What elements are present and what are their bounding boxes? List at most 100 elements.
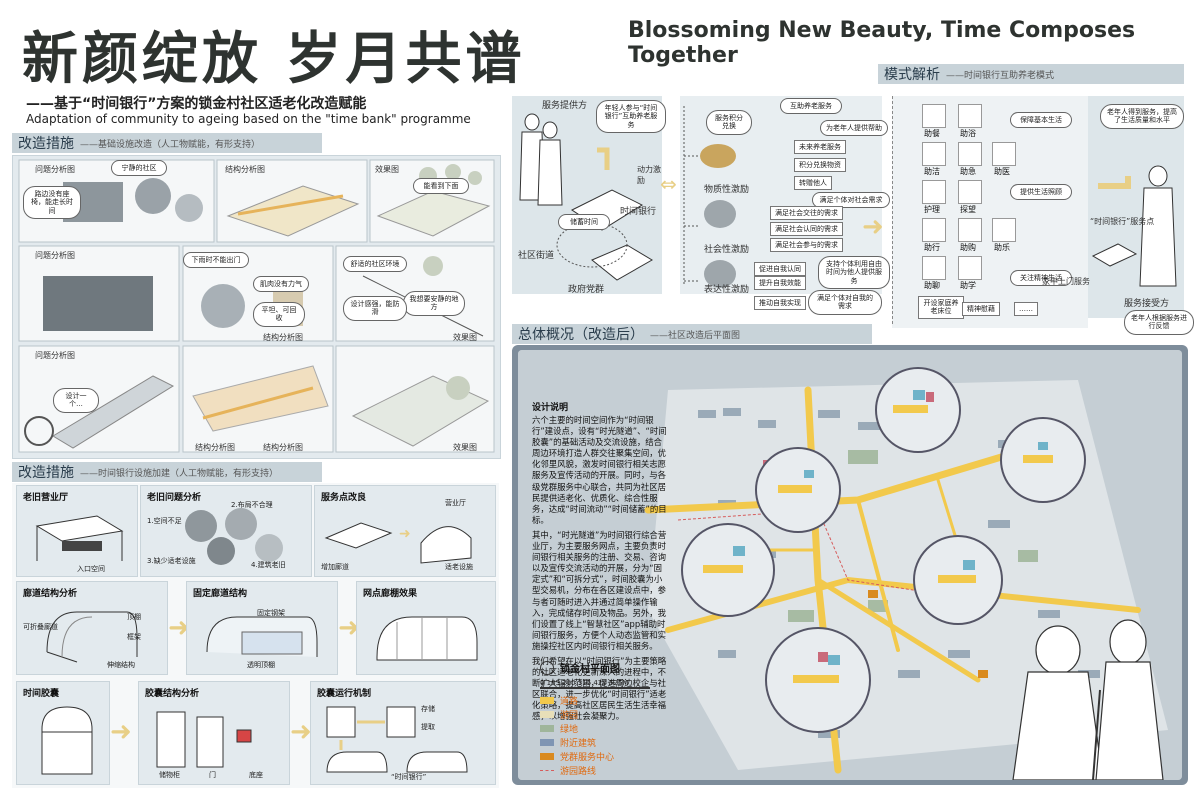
- section1-header: 改造措施 ——基础设施改造（人工物赋能，有形支持）: [12, 133, 322, 153]
- legend-green-label: 绿地: [560, 724, 579, 735]
- expressive-bubble-1: 支持个体利用自由时间为他人提供服务: [818, 256, 890, 290]
- service-label-3: 助洁: [924, 167, 940, 176]
- street-bubble: 储蓄时间: [558, 214, 610, 231]
- service-bubble-3: 关注精神生活: [1010, 270, 1072, 287]
- map-legend: 锁金村平面图 0 105 210 315 420 525M 道路 游园 绿地 附…: [540, 660, 690, 777]
- bubble-5: 设计一个...: [53, 388, 99, 413]
- legend-party-center: 党群服务中心: [540, 749, 690, 763]
- legend-road: 道路: [540, 693, 690, 707]
- service-emergency-icon: [958, 142, 982, 166]
- expressive-incentive-label: 表达性激励: [704, 285, 750, 295]
- corridor-drawing: [46, 611, 138, 663]
- service-bubble-2: 提供生活照顾: [1010, 184, 1072, 201]
- page-title-cn: 新颜绽放 岁月共谱: [22, 26, 526, 92]
- bubble-9: 设计感强，能防滑: [343, 296, 407, 321]
- description-paragraph-2: 其中，“时光隧道”为时间银行综合营业厅，为主要服务网点，主要负责时间银行相关服务…: [532, 529, 667, 651]
- expressive-item-3: 推动自我实现: [754, 296, 806, 311]
- service-label-10: 助乐: [994, 243, 1010, 252]
- arrow-to-services: ➜: [862, 212, 884, 242]
- label-structure-1: 结构分析图: [225, 165, 265, 174]
- legend-garden-swatch: [540, 710, 554, 718]
- service-shopping-icon: [958, 218, 982, 242]
- description-title: 设计说明: [532, 403, 569, 413]
- social-item-2: 满足社会认同的需求: [770, 222, 843, 237]
- provider-figures: [519, 113, 653, 281]
- incentive-label: 动力激励: [637, 165, 661, 185]
- mode-header: 模式解析 ——时间银行互助养老模式: [878, 64, 1184, 84]
- panel-mechanism-title: 胶囊运行机制: [317, 689, 372, 699]
- expressive-item-2: 提升自我效能: [754, 276, 806, 291]
- bubble-6: 我想要安静的地方: [403, 291, 465, 316]
- community-street-label: 社区街道: [518, 251, 555, 261]
- mode-subtitle: ——时间银行互助养老模式: [946, 70, 1055, 81]
- panel-problem: 老旧问题分析 1.空间不足 2.布局不合理 3.缺少适老设施 4.建筑老旧: [140, 485, 312, 577]
- corridor-effect-drawing: [376, 616, 478, 661]
- label-effect-2: 效果图: [453, 333, 477, 342]
- section1-panel: 问题分析图 结构分析图 效果图 问题分析图 问题分析图 结构分析图 结构分析图 …: [12, 155, 501, 459]
- receiver-bubble-top: 老年人得到服务，提高了生活质量和水平: [1100, 104, 1184, 129]
- service-provider-label: 服务提供方: [542, 101, 588, 111]
- mechanism-note-3: “时间银行”: [391, 773, 427, 781]
- social-bubble: 满足个体对社会需求: [812, 192, 890, 209]
- arrow-right-1: ➜: [168, 613, 190, 643]
- legend-route: 游园路线: [540, 763, 690, 777]
- receiver-figures: [1091, 165, 1177, 287]
- services-grid: 助餐 助浴 助洁 助急 助医 护理 探望 助行 助购 助乐 助聊 助学 开设家庭…: [918, 104, 1068, 324]
- panel-service-point-title: 服务点改良: [321, 493, 367, 503]
- service-bubble-1: 保障基本生活: [1010, 112, 1072, 129]
- service-fun-icon: [992, 218, 1016, 242]
- service-label-11: 助聊: [924, 281, 940, 290]
- capsule-note-1: 储物柜: [159, 771, 180, 779]
- legend-route-swatch: [540, 769, 554, 771]
- panel-corridor-title: 廊道结构分析: [23, 589, 78, 599]
- problem-note-4: 4.建筑老旧: [251, 561, 286, 569]
- capsule-note-3: 底座: [249, 771, 263, 779]
- material-item-3: 转赠他人: [794, 176, 832, 191]
- map-scale: 0 105 210 315 420 525M: [540, 679, 650, 689]
- section1-subtitle: ——基础设施改造（人工物赋能，有形支持）: [80, 139, 261, 150]
- government-label: 政府党群: [568, 285, 605, 295]
- service-note-1: 营业厅: [445, 499, 466, 507]
- description-paragraph-3: 我们希望在以“时间银行”为主要策略的社区适老化更新深入的进程中，不断扩大辐射范围…: [532, 655, 667, 722]
- mechanism-drawing: [326, 706, 468, 773]
- service-receiver-label: 服务接受方: [1124, 299, 1170, 309]
- service-note-3: 适老设施: [445, 563, 473, 571]
- corridor-note-1: 可折叠廊道: [23, 623, 58, 631]
- incentive-bubble-2: 为老年人提供帮助: [820, 120, 888, 137]
- fixed-note-2: 透明顶棚: [247, 661, 275, 669]
- corridor-note-3: 框架: [127, 633, 141, 641]
- label-problem-2: 问题分析图: [35, 251, 75, 260]
- legend-green: 绿地: [540, 721, 690, 735]
- legend-party-swatch: [540, 752, 554, 760]
- service-label-2: 助浴: [960, 129, 976, 138]
- service-label-5: 助医: [994, 167, 1010, 176]
- provider-bubble: 年轻人参与“时间银行”互助养老服务: [596, 100, 666, 134]
- service-label-8: 助行: [924, 243, 940, 252]
- capsule-note-2: 门: [209, 771, 216, 779]
- arrow-right-3: ➜: [110, 717, 132, 747]
- site-plan-drawing: [518, 350, 1182, 780]
- incentive-panel: 服务积分兑换 为老年人提供帮助 互助养老服务 物质性激励 未来养老服务 积分兑换…: [680, 96, 890, 295]
- north-icon: [540, 660, 554, 675]
- legend-building: 附近建筑: [540, 735, 690, 749]
- problem-note-3: 3.缺少适老设施: [147, 557, 196, 565]
- material-item-1: 未来养老服务: [794, 140, 846, 155]
- label-structure-3: 结构分析图: [195, 443, 235, 452]
- description-paragraph-1: 六个主要的时间空间作为“时间银行”建设点，设有“时光隧道”、“时间胶囊”的基础活…: [532, 415, 667, 525]
- bubble-7: 下雨时不能出门: [183, 252, 249, 269]
- service-label-7: 探望: [960, 205, 976, 214]
- svg-text:➜: ➜: [399, 526, 411, 542]
- bubble-1: 路边没有座椅，能走长时间: [23, 186, 81, 220]
- label-problem-3: 问题分析图: [35, 351, 75, 360]
- service-label-15: ……: [1014, 302, 1038, 317]
- service-chat-icon: [922, 256, 946, 280]
- receiver-bubble-bottom: 老年人根据服务进行反馈: [1124, 310, 1194, 335]
- mechanism-note-1: 存储: [421, 705, 435, 713]
- panel-time-capsule: 时间胶囊: [16, 681, 110, 785]
- bubble-2: 宁静的社区: [111, 160, 167, 177]
- section1-illustrations: [18, 159, 495, 453]
- label-structure-4: 结构分析图: [263, 443, 303, 452]
- problem-note-2: 2.布局不合理: [231, 501, 273, 509]
- service-label-1: 助餐: [924, 129, 940, 138]
- service-visit-icon: [958, 180, 982, 204]
